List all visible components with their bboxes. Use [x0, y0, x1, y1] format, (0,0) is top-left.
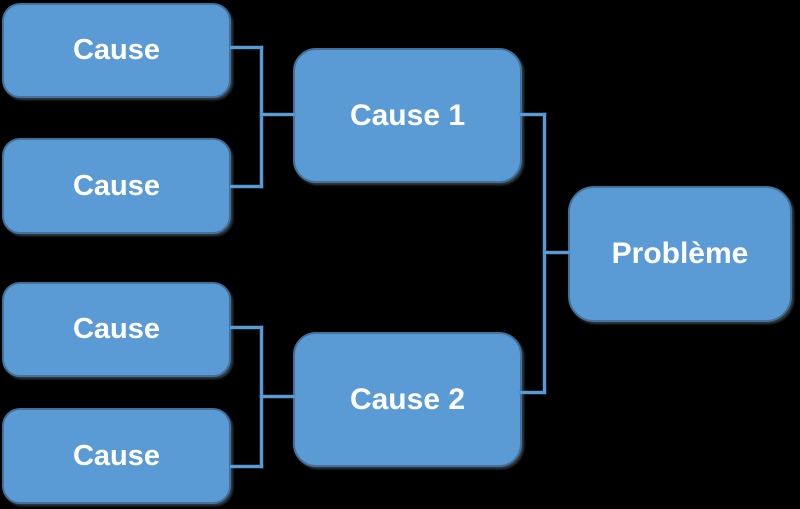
box-cause-bottom-2: Cause — [2, 408, 231, 504]
connector-top2-to-bracket — [230, 185, 263, 188]
connector-cause1-to-bracket — [520, 113, 546, 116]
connector-bracket-to-cause2 — [260, 395, 295, 398]
connector-bottom2-to-bracket — [230, 465, 263, 468]
connector-top-bracket-vertical — [260, 46, 263, 188]
box-cause-top-2: Cause — [2, 138, 231, 234]
box-cause-top-1: Cause — [2, 3, 231, 98]
box-problem: Problème — [568, 186, 792, 322]
box-cause-bottom-1: Cause — [2, 282, 231, 377]
connector-cause2-to-bracket — [520, 391, 546, 394]
connector-bracket-to-problem — [543, 251, 570, 254]
box-cause-1: Cause 1 — [293, 48, 522, 183]
connector-bracket-to-cause1 — [260, 113, 295, 116]
connector-bottom1-to-bracket — [230, 326, 263, 329]
box-cause-2: Cause 2 — [293, 332, 522, 467]
connector-top1-to-bracket — [230, 46, 263, 49]
